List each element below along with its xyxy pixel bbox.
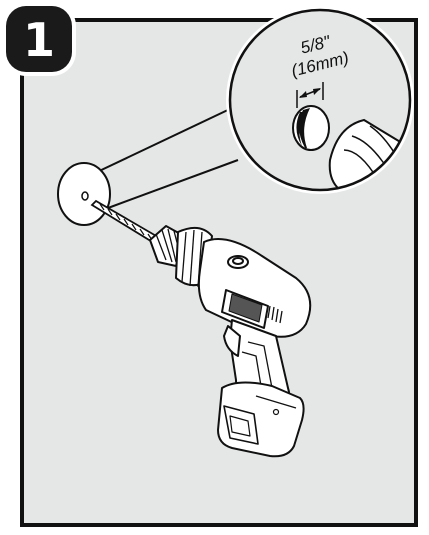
step-badge: 1 <box>2 2 76 76</box>
magnifier-callout: 5/8" (16mm) <box>226 6 414 194</box>
hole-marker-icon <box>57 162 111 226</box>
callout-connector-bottom <box>107 159 239 209</box>
drill-icon <box>149 225 312 458</box>
step-number: 1 <box>23 13 55 67</box>
callout-connector-top <box>94 107 233 174</box>
